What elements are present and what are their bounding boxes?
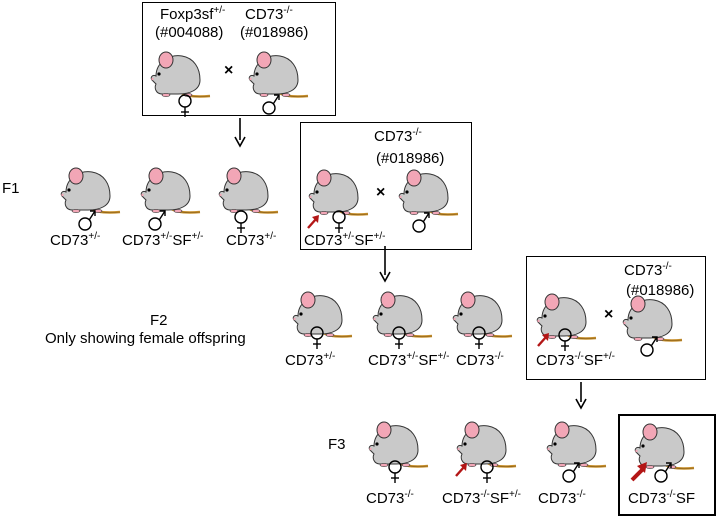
cross-symbol: × bbox=[376, 184, 386, 201]
genotype-label: CD73+/- bbox=[226, 231, 277, 250]
generation-label-f3: F3 bbox=[328, 436, 346, 453]
genotype-label: CD73+/- bbox=[50, 231, 101, 250]
male-icon bbox=[640, 336, 658, 357]
mouse-icon bbox=[398, 168, 460, 216]
genotype-label: CD73-/-SF+/- bbox=[442, 489, 521, 508]
red-arrow-icon bbox=[536, 332, 551, 348]
generation-label-f1: F1 bbox=[2, 180, 20, 197]
genotype-label: CD73-/- bbox=[366, 489, 414, 508]
genotype-label: CD73-/-SF bbox=[628, 489, 695, 508]
red-arrow-icon bbox=[454, 462, 469, 478]
genotype-label: CD73-/- bbox=[538, 489, 586, 508]
generation-label-f2: F2 bbox=[150, 312, 168, 329]
male-icon bbox=[78, 210, 96, 231]
cross-symbol: × bbox=[604, 306, 614, 323]
f2-cross-box bbox=[526, 256, 706, 380]
f2-partner-strain: CD73-/- bbox=[624, 261, 672, 280]
male-icon bbox=[412, 212, 430, 233]
genotype-label: CD73+/- bbox=[285, 351, 336, 370]
f1-cross-box bbox=[300, 122, 472, 250]
target-genotype-box bbox=[618, 414, 716, 516]
parent-strain-foxp3sf: Foxp3sf+/- bbox=[160, 5, 226, 24]
f1-partner-id: (#018986) bbox=[376, 150, 445, 167]
f2-partner-id: (#018986) bbox=[626, 282, 695, 299]
red-arrow-icon bbox=[630, 462, 649, 482]
female-icon bbox=[234, 210, 248, 234]
genotype-label: CD73+/-SF+/- bbox=[368, 351, 450, 370]
parent-strain-foxp3sf-id: (#004088) bbox=[155, 24, 224, 41]
female-icon bbox=[558, 328, 572, 352]
female-icon bbox=[388, 460, 402, 484]
red-arrow-icon bbox=[306, 214, 321, 230]
mouse-icon bbox=[218, 166, 280, 214]
female-icon bbox=[392, 326, 406, 350]
parent-cross-box bbox=[142, 2, 336, 116]
genotype-label: CD73+/-SF+/- bbox=[304, 231, 386, 250]
male-icon bbox=[148, 210, 166, 231]
f2-note: Only showing female offspring bbox=[45, 330, 246, 347]
female-icon bbox=[310, 326, 324, 350]
male-icon bbox=[562, 462, 580, 483]
f1-partner-strain: CD73-/- bbox=[374, 127, 422, 146]
genotype-label: CD73+/-SF+/- bbox=[122, 231, 204, 250]
female-icon bbox=[480, 460, 494, 484]
genotype-label: CD73-/-SF+/- bbox=[536, 351, 615, 370]
cross-symbol: × bbox=[224, 62, 234, 79]
parent-strain-cd73: CD73-/- bbox=[245, 5, 293, 24]
genotype-label: CD73-/- bbox=[456, 351, 504, 370]
parent-strain-cd73-id: (#018986) bbox=[240, 24, 309, 41]
female-icon bbox=[472, 326, 486, 350]
male-icon bbox=[654, 462, 672, 483]
